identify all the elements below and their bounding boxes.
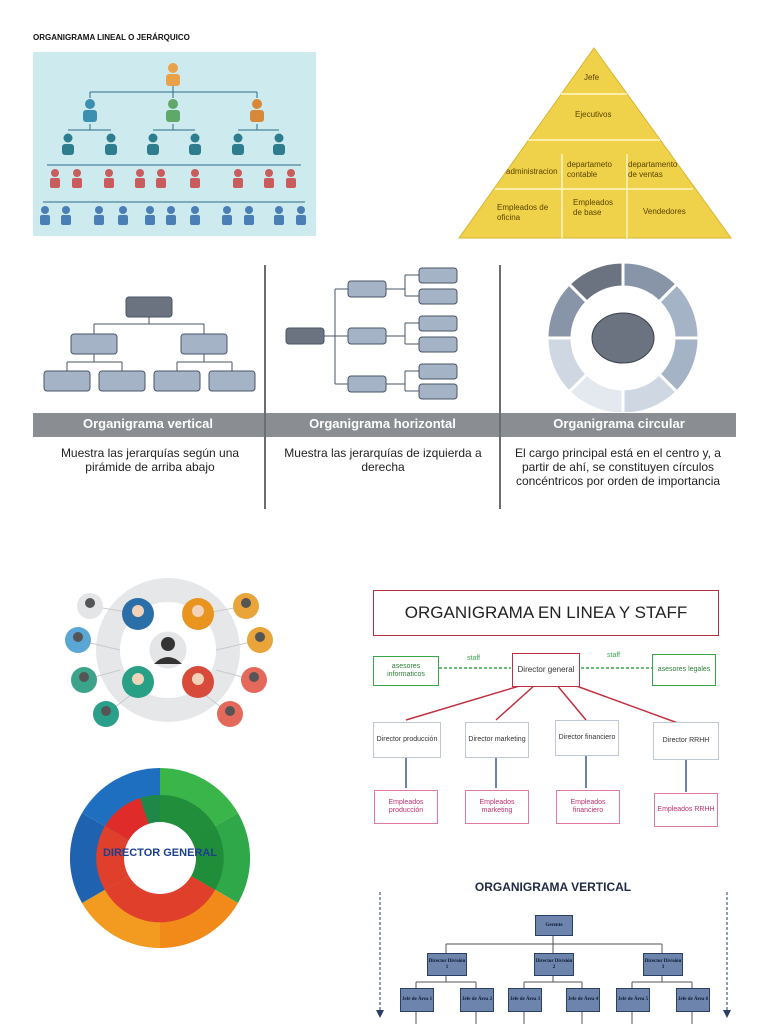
network-people-diagram xyxy=(65,578,273,727)
pyramid-empleados-oficina: Empleados de oficina xyxy=(497,203,549,222)
box-area-2: Jefe de Área 2 xyxy=(460,988,494,1012)
pyramid-level-jefe: Jefe xyxy=(584,73,600,82)
box-director-rrhh: Director RRHH xyxy=(653,722,719,760)
pyramid-empleados-base: Empleados de base xyxy=(573,198,614,217)
box-area-3: Jefe de Área 3 xyxy=(508,988,542,1012)
pyramid-chart: Jefe Ejecutivos administracion departame… xyxy=(457,46,732,240)
staff-label-right: staff xyxy=(607,652,621,659)
box-division-1: Director División 1 xyxy=(427,953,467,976)
box-asesores-informaticos: asesores informaticos xyxy=(373,656,439,686)
pyramid-level-ejecutivos: Ejecutivos xyxy=(575,110,612,119)
box-director-general: Director general xyxy=(512,653,580,687)
org-types-label-band: Organigrama vertical Organigrama horizon… xyxy=(33,413,736,437)
center-label-director: DIRECTOR GENERAL xyxy=(103,847,217,859)
pyramid-contable: departameto contable xyxy=(567,160,612,179)
box-area-4: Jefe de Área 4 xyxy=(566,988,600,1012)
box-gerente: Gerente xyxy=(535,915,573,936)
hierarchy-people-illustration xyxy=(33,52,316,236)
box-division-2: Director División 2 xyxy=(534,953,574,976)
staff-chart-title: ORGANIGRAMA EN LINEA Y STAFF xyxy=(373,590,719,636)
pyramid-shape xyxy=(458,47,732,239)
pyramid-administracion: administracion xyxy=(506,167,558,176)
box-asesores-legales: asesores legales xyxy=(652,654,716,686)
line-staff-chart: ORGANIGRAMA EN LINEA Y STAFF staff staff… xyxy=(371,588,719,834)
box-area-1: Jefe de Área 1 xyxy=(400,988,434,1012)
box-division-3: Director División 3 xyxy=(643,953,683,976)
box-empleados-financiero: Empleados financiero xyxy=(556,790,620,824)
org-types-diagrams xyxy=(43,262,701,412)
staff-label-left: staff xyxy=(467,655,481,662)
box-director-produccion: Director producción xyxy=(373,722,441,758)
box-area-5: Jefe de Área 5 xyxy=(616,988,650,1012)
pyramid-ventas: departamento de ventas xyxy=(628,160,678,179)
box-empleados-rrhh: Empleados RRHH xyxy=(654,793,718,827)
desc-horizontal: Muestra las jerarquías de izquierda a de… xyxy=(284,446,482,474)
desc-circular: El cargo principal está en el centro y, … xyxy=(515,446,721,488)
box-empleados-marketing: Empleados marketing xyxy=(465,790,529,824)
label-vertical: Organigrama vertical xyxy=(82,416,214,431)
vertical-chart-title: ORGANIGRAMA VERTICAL xyxy=(474,880,632,894)
box-empleados-produccion: Empleados producción xyxy=(374,790,438,824)
divider-1 xyxy=(264,265,266,509)
desc-vertical: Muestra las jerarquías según una pirámid… xyxy=(60,446,240,474)
label-horizontal: Organigrama horizontal xyxy=(309,416,456,431)
box-director-marketing: Director marketing xyxy=(465,722,529,758)
people-tree-graphic xyxy=(40,63,306,225)
vertical-connectors xyxy=(376,892,731,1024)
pyramid-vendedores: Vendedores xyxy=(643,207,686,216)
section-title-lineal: ORGANIGRAMA LINEAL O JERÁRQUICO xyxy=(33,33,190,42)
staff-connectors xyxy=(405,667,687,792)
vertical-org-chart: ORGANIGRAMA VERTICAL Gerente Director Di… xyxy=(372,880,734,1024)
people-figures xyxy=(40,63,306,225)
divider-2 xyxy=(499,265,501,509)
label-circular: Organigrama circular xyxy=(553,416,685,431)
box-director-financiero: Director financiero xyxy=(555,720,619,756)
box-area-6: Jefe de Área 6 xyxy=(676,988,710,1012)
circular-org-chart: DIRECTOR GENERAL xyxy=(70,768,250,948)
